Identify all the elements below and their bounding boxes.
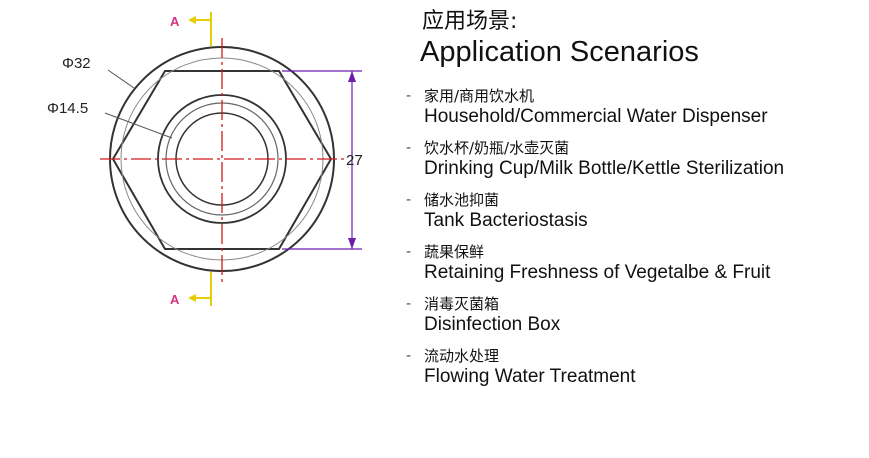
bullet-dash: - xyxy=(406,348,412,364)
list-item: - 消毒灭菌箱 Disinfection Box xyxy=(406,294,868,346)
bullet-dash: - xyxy=(406,244,412,260)
scenario-en: Tank Bacteriostasis xyxy=(424,210,588,231)
scenario-cn: 饮水杯/奶瓶/水壶灭菌 xyxy=(424,139,570,157)
list-item: - 蔬果保鲜 Retaining Freshness of Vegetalbe … xyxy=(406,242,868,294)
bullet-dash: - xyxy=(406,192,412,208)
section-letter-top: A xyxy=(170,14,180,29)
section-marker-bottom: A xyxy=(170,272,212,307)
list-item: - 储水池抑菌 Tank Bacteriostasis xyxy=(406,190,868,242)
scenario-cn: 储水池抑菌 xyxy=(424,191,500,209)
dimension-across-flats xyxy=(282,70,362,250)
title-english: Application Scenarios xyxy=(420,36,699,68)
technical-drawing: A A 27 Φ32 Φ14.5 xyxy=(47,12,363,307)
scenario-list: - 家用/商用饮水机 Household/Commercial Water Di… xyxy=(406,86,868,398)
scenario-cn: 流动水处理 xyxy=(424,347,500,365)
leader-outer-diameter xyxy=(107,69,135,89)
leader-inner-diameter xyxy=(104,112,173,139)
scenario-en: Retaining Freshness of Vegetalbe & Fruit xyxy=(424,262,771,283)
dim-label-27: 27 xyxy=(346,152,363,169)
list-item: - 流动水处理 Flowing Water Treatment xyxy=(406,346,868,398)
dim-label-inner-diameter: Φ14.5 xyxy=(47,100,88,117)
list-item: - 家用/商用饮水机 Household/Commercial Water Di… xyxy=(406,86,868,138)
dim-label-outer-diameter: Φ32 xyxy=(62,55,91,72)
center-lines xyxy=(100,38,344,284)
scenario-cn: 蔬果保鲜 xyxy=(424,243,485,261)
title-chinese: 应用场景: xyxy=(422,9,518,34)
scenario-en: Household/Commercial Water Dispenser xyxy=(424,106,768,127)
scenario-cn: 家用/商用饮水机 xyxy=(424,87,535,105)
scenario-en: Disinfection Box xyxy=(424,314,561,335)
scenario-cn: 消毒灭菌箱 xyxy=(424,295,500,313)
scenario-en: Flowing Water Treatment xyxy=(424,366,636,387)
bullet-dash: - xyxy=(406,88,412,104)
list-item: - 饮水杯/奶瓶/水壶灭菌 Drinking Cup/Milk Bottle/K… xyxy=(406,138,868,190)
bullet-dash: - xyxy=(406,296,412,312)
section-marker-top: A xyxy=(170,12,212,46)
application-panel: 应用场景: Application Scenarios - 家用/商用饮水机 H… xyxy=(406,8,868,398)
scenario-en: Drinking Cup/Milk Bottle/Kettle Steriliz… xyxy=(424,158,785,179)
bullet-dash: - xyxy=(406,140,412,156)
section-letter-bottom: A xyxy=(170,292,180,307)
